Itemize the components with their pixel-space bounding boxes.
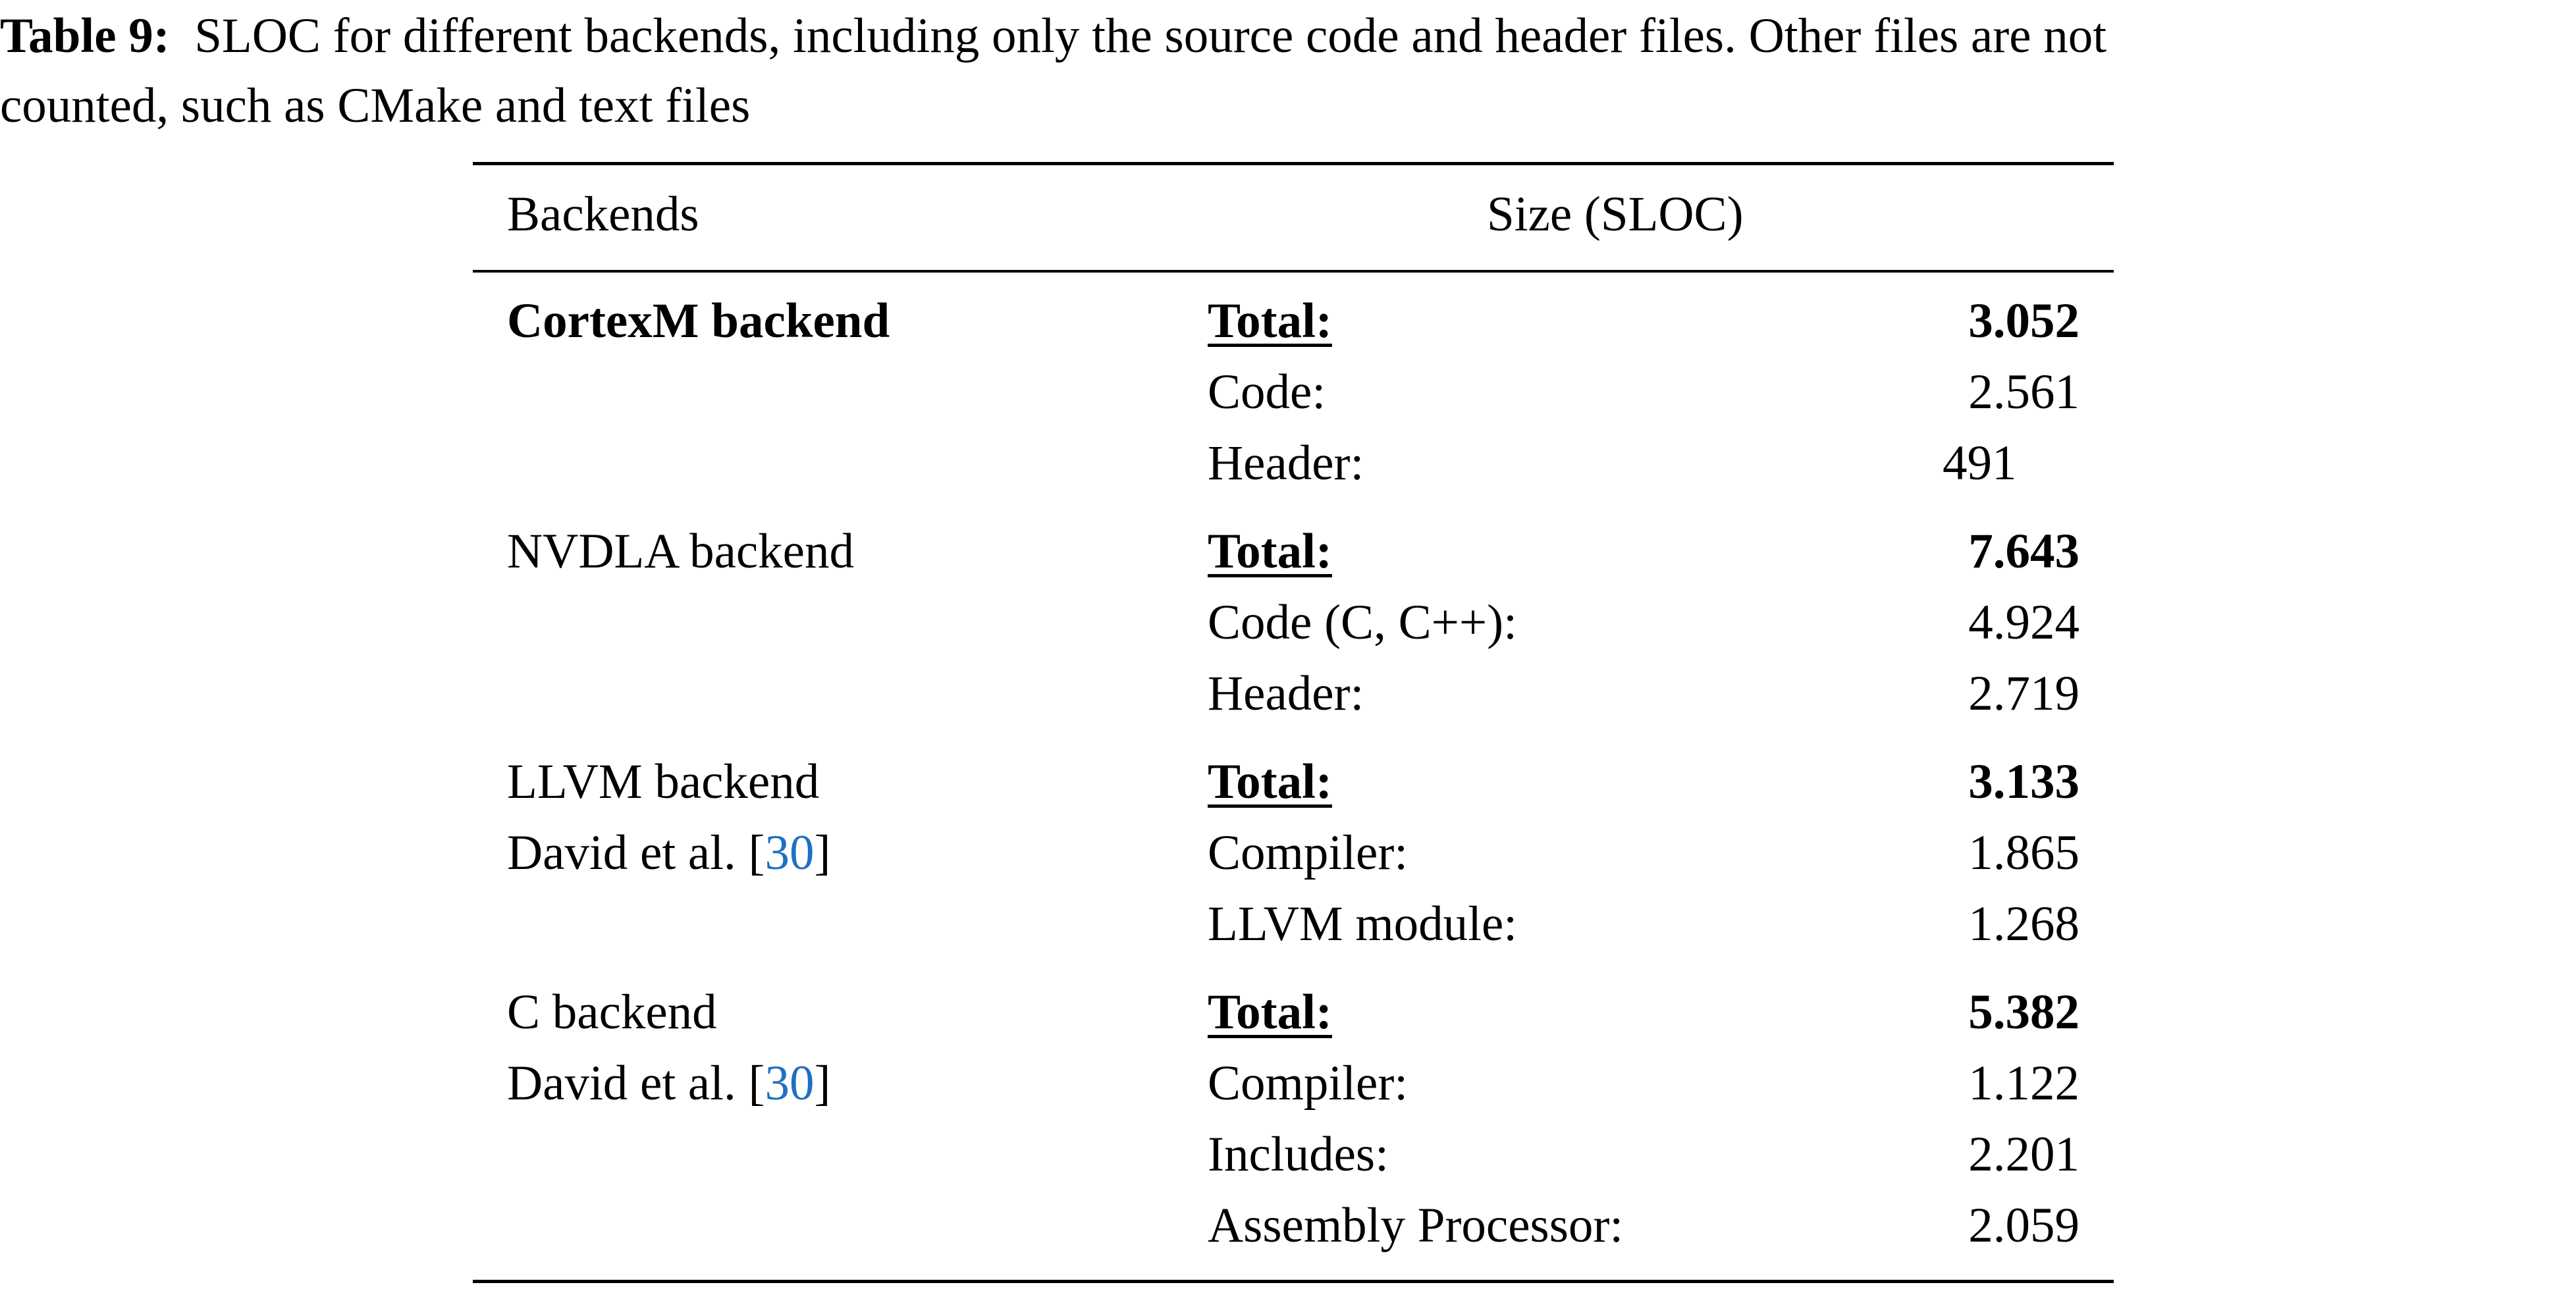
backend-name: LLVM backend [507, 754, 820, 809]
table-top-rule [473, 162, 2114, 165]
metric-label: Compiler: [1208, 826, 1409, 880]
metric-label: Code: [1208, 365, 1326, 419]
metric-value: 2.059 [1968, 1198, 2080, 1253]
citation-link[interactable]: 30 [765, 826, 815, 880]
citation-prefix: David et al. [ [507, 826, 765, 880]
metric-value: 7.643 [1968, 524, 2080, 579]
table-row: CortexM backend Total: 3.052 [473, 286, 2114, 357]
table-row: Code: 2.561 [473, 357, 2114, 428]
backend-citation: David et al. [30] [507, 1048, 831, 1119]
metric-value: 1.122 [1968, 1056, 2080, 1111]
caption-line-2: counted, such as CMake and text files [0, 78, 751, 133]
metric-value: 4.924 [1968, 595, 2080, 650]
metric-label: Total: [1208, 754, 1332, 809]
backend-citation: David et al. [30] [507, 818, 831, 889]
metric-value: 1.268 [1968, 897, 2080, 951]
metric-value: 2.561 [1968, 365, 2080, 419]
caption-label: Table 9: [0, 9, 170, 63]
metric-label: Total: [1208, 524, 1332, 579]
backend-name: C backend [507, 985, 717, 1039]
header-backends: Backends [507, 187, 699, 242]
table-row: David et al. [30] Compiler: 1.865 [473, 818, 2114, 889]
metric-value: 2.719 [1968, 666, 2080, 721]
metric-label: LLVM module: [1208, 897, 1518, 951]
table-row: Includes: 2.201 [473, 1119, 2114, 1190]
table-row: NVDLA backend Total: 7.643 [473, 516, 2114, 587]
table-row: Assembly Processor: 2.059 [473, 1190, 2114, 1261]
backend-name: CortexM backend [507, 294, 890, 348]
metric-value: 3.133 [1968, 754, 2080, 809]
metric-label: Header: [1208, 666, 1364, 721]
header-size: Size (SLOC) [1487, 187, 1744, 242]
citation-suffix: ] [814, 826, 831, 880]
table-row: Header: 2.719 [473, 658, 2114, 729]
metric-value: 1.865 [1968, 826, 2080, 880]
table-row: David et al. [30] Compiler: 1.122 [473, 1048, 2114, 1119]
citation-suffix: ] [814, 1056, 831, 1111]
table-row: C backend Total: 5.382 [473, 977, 2114, 1048]
metric-label: Compiler: [1208, 1056, 1409, 1111]
caption-line-1: Table 9: SLOC for different backends, in… [0, 1, 2576, 71]
metric-label: Header: [1208, 436, 1364, 490]
table-row: Header: 491 [473, 428, 2114, 499]
metric-label: Code (C, C++): [1208, 595, 1517, 650]
caption-text-1: SLOC for different backends, including o… [194, 9, 2107, 63]
citation-link[interactable]: 30 [765, 1056, 815, 1111]
metric-value: 3.052 [1968, 294, 2080, 348]
metric-value: 2.201 [1968, 1127, 2080, 1182]
table-row: LLVM backend Total: 3.133 [473, 747, 2114, 818]
metric-label: Total: [1208, 294, 1332, 348]
table-bottom-rule [473, 1280, 2114, 1283]
citation-prefix: David et al. [ [507, 1056, 765, 1111]
metric-label: Assembly Processor: [1208, 1198, 1624, 1253]
metric-value: 491 [1943, 436, 2017, 490]
backend-name: NVDLA backend [507, 524, 854, 579]
table-caption: Table 9: SLOC for different backends, in… [0, 1, 2576, 141]
table-row: LLVM module: 1.268 [473, 889, 2114, 960]
table-row: Code (C, C++): 4.924 [473, 587, 2114, 658]
metric-value: 5.382 [1968, 985, 2080, 1039]
table-header-rule [473, 270, 2114, 273]
metric-label: Total: [1208, 985, 1332, 1039]
metric-label: Includes: [1208, 1127, 1389, 1182]
